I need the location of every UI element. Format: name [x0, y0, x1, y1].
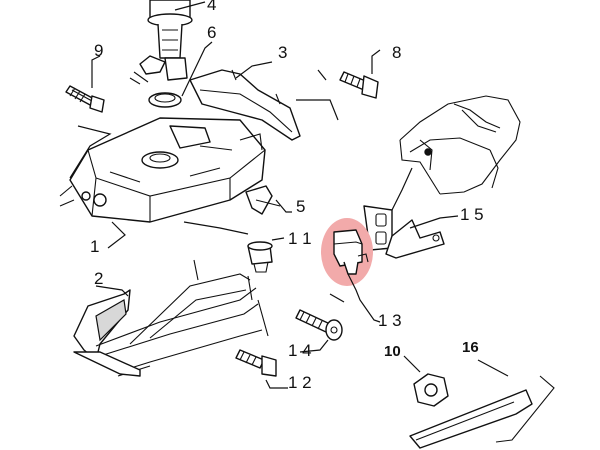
bolt-12 [235, 349, 277, 377]
bolt-14 [295, 309, 343, 341]
fuel-tank [59, 117, 266, 223]
callout-4: 4 [207, 0, 216, 14]
clamp [245, 185, 281, 215]
callout-8: 8 [392, 43, 401, 62]
car-body-silhouette [399, 95, 521, 195]
heat-shield [189, 69, 301, 141]
leader-12 [265, 379, 288, 389]
callout-10: 10 [384, 343, 401, 360]
leader-3b [296, 99, 339, 121]
callout-12: 1 2 [288, 373, 312, 392]
inertia-switch-13 [321, 218, 373, 286]
callout-3: 3 [278, 43, 287, 62]
callout-2: 2 [94, 269, 103, 288]
leader-10 [403, 355, 421, 373]
callout-13: 1 3 [378, 311, 402, 330]
leader-14 [299, 339, 329, 353]
bracket-15 [363, 205, 445, 259]
leader-1 [107, 221, 126, 249]
callout-6: 6 [207, 23, 216, 42]
leader-8 [371, 49, 381, 74]
leader-13b [329, 293, 345, 303]
plug-11 [247, 241, 273, 273]
bolt-8 [339, 71, 379, 99]
callout-16: 16 [462, 339, 479, 356]
bolt-9 [65, 85, 105, 113]
leader-tank-5 [183, 221, 249, 235]
ring-seal [148, 92, 182, 108]
callout-15: 1 5 [460, 205, 484, 224]
leader-4 [174, 1, 206, 11]
leader-2 [95, 285, 129, 297]
callout-11: 1 1 [288, 229, 312, 248]
leader-3 [235, 61, 273, 79]
seal-strip-16 [409, 375, 555, 449]
leader-car [391, 167, 413, 211]
callout-1: 1 [90, 237, 99, 256]
leader-13 [347, 273, 381, 323]
leader-15 [409, 215, 459, 229]
callout-5: 5 [296, 197, 305, 216]
fuel-pump-sender [129, 0, 193, 85]
leader-9 [91, 55, 101, 88]
leader-16 [477, 359, 509, 377]
support-cradle [73, 259, 269, 377]
callout-14: 1 4 [288, 341, 312, 360]
leader-5 [275, 199, 292, 213]
leader-11 [271, 237, 285, 241]
callout-9: 9 [94, 41, 103, 60]
nut-10 [413, 373, 449, 407]
leader-3c [317, 69, 327, 81]
